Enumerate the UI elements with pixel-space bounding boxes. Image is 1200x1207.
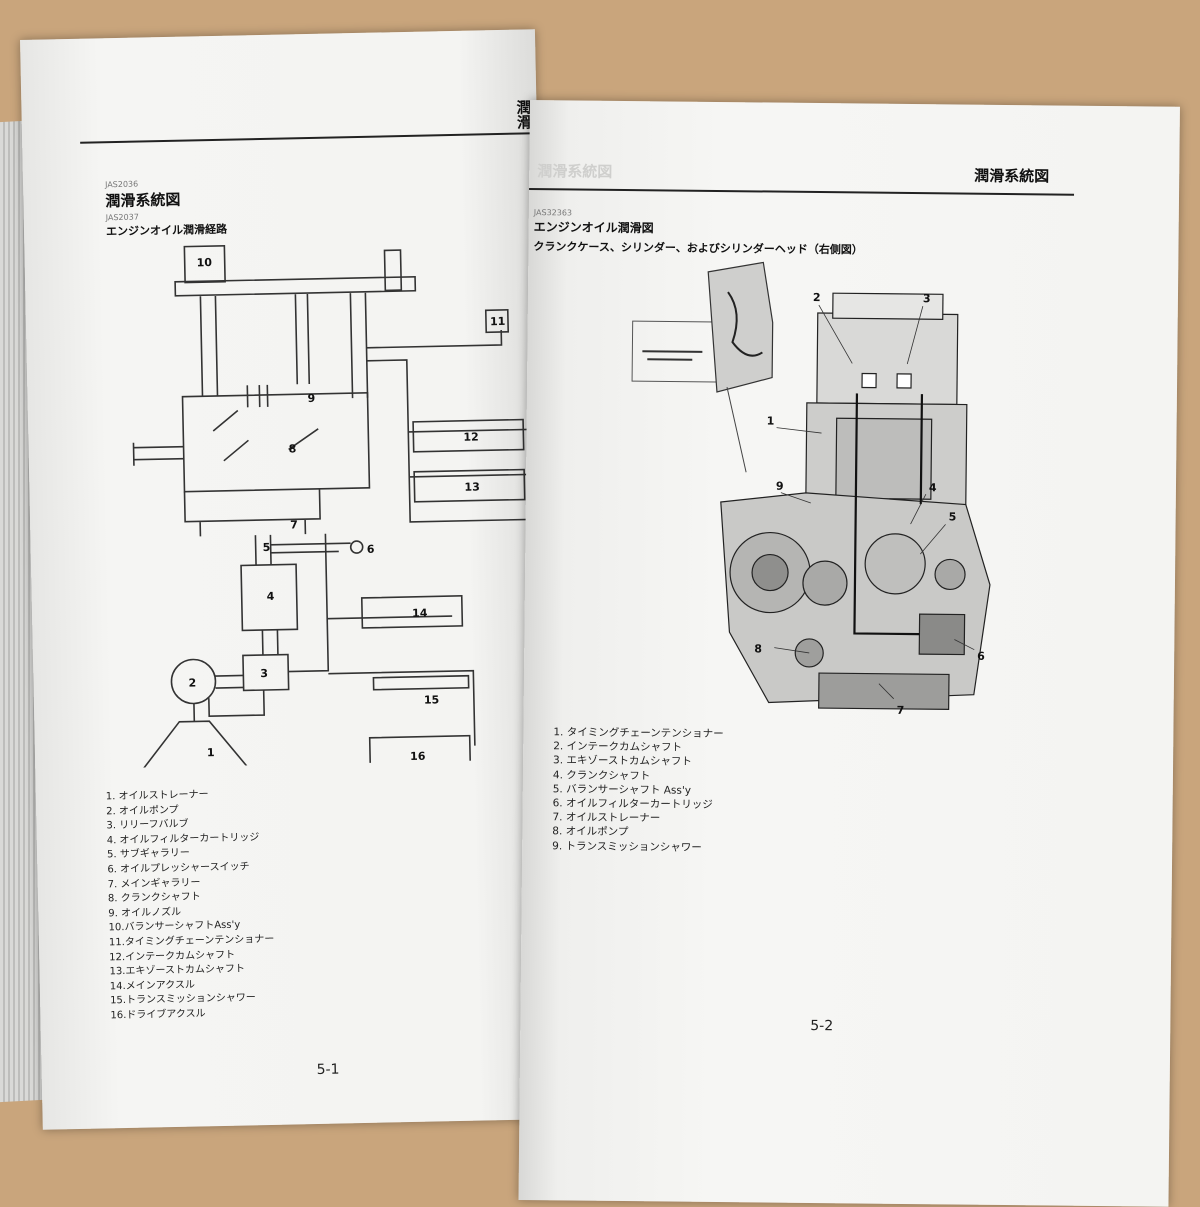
lubrication-route-diagram: 1 2 3 4 5 6 7 8 9 10 11 12 13 14 15 16 <box>132 244 531 769</box>
callout-10: 10 <box>197 256 213 269</box>
main-axle-shape <box>360 595 464 629</box>
crankshaft-shape <box>181 391 371 493</box>
callout-15: 15 <box>424 693 440 706</box>
callout-4: 4 <box>929 481 937 494</box>
oil-strainer-shape <box>138 720 253 769</box>
callout-14: 14 <box>412 607 428 620</box>
header-title: 潤滑系統図 <box>974 166 1050 186</box>
section-title: 潤滑系統図 <box>105 190 181 211</box>
diagram-code: JAS2037 <box>105 212 139 223</box>
oil-filter-shape <box>240 563 299 632</box>
header-rule <box>80 132 536 144</box>
callout-8: 8 <box>754 642 762 655</box>
legend-item: 4. クランクシャフト <box>552 768 651 782</box>
callout-3: 3 <box>260 667 268 680</box>
callout-2: 2 <box>188 676 196 689</box>
left-page: 潤滑 JAS2036 潤滑系統図 JAS2037 エンジンオイル潤滑経路 <box>20 29 558 1130</box>
callout-7: 7 <box>897 704 905 717</box>
callout-8: 8 <box>288 442 296 455</box>
legend-list: 1. オイルストレーナー 2. オイルポンプ 3. リリーフバルブ 4. オイル… <box>106 787 276 1024</box>
balancer-shaft-shape <box>174 275 417 297</box>
callout-5: 5 <box>263 541 271 554</box>
crankcase-cover-inset <box>707 261 774 393</box>
legend-item: 16.ドライブアクスル <box>110 1008 206 1022</box>
oil-filter-shape <box>918 613 966 656</box>
ghost-header: 潤滑系統図 <box>537 162 613 181</box>
callout-6: 6 <box>977 650 985 663</box>
balancer-end-shape <box>383 249 403 292</box>
cylinder-head-shape <box>816 312 959 406</box>
oil-pan-shape <box>818 672 950 711</box>
section-code: JAS2036 <box>104 179 139 190</box>
section-title: エンジンオイル潤滑図 <box>533 220 654 236</box>
callout-16: 16 <box>410 750 426 763</box>
callout-7: 7 <box>290 518 298 531</box>
callout-11: 11 <box>490 315 506 328</box>
legend-item: 8. オイルポンプ <box>552 825 629 839</box>
callout-9: 9 <box>776 480 784 493</box>
legend-item: 9. トランスミッションシャワー <box>552 839 702 854</box>
callout-9: 9 <box>307 392 315 405</box>
intake-cam-shape <box>412 418 525 453</box>
callout-13: 13 <box>464 480 480 493</box>
right-page: 潤滑系統図 潤滑系統図 JAS32363 エンジンオイル潤滑図 クランクケース、… <box>518 100 1180 1207</box>
callout-6: 6 <box>367 543 375 556</box>
page-number: 5-2 <box>810 1017 834 1035</box>
engine-crosssection-diagram: 1 2 3 4 5 6 7 8 9 <box>631 261 991 717</box>
callout-5: 5 <box>949 510 957 523</box>
exhaust-cam-shape <box>413 468 526 503</box>
crankshaft-shape <box>864 533 926 595</box>
legend-item: 3. エキゾーストカムシャフト <box>553 754 692 769</box>
header-rule <box>529 187 1075 196</box>
page-number: 5-1 <box>316 1061 340 1079</box>
chain-tensioner-shape <box>484 309 510 334</box>
transmission-shower-shape <box>372 674 470 691</box>
balancer-housing-shape <box>183 244 226 284</box>
callout-12: 12 <box>463 430 479 443</box>
section-code: JAS32363 <box>533 208 573 218</box>
callout-1: 1 <box>207 746 215 759</box>
legend-list: 1. タイミングチェーンテンショナー 2. インテークカムシャフト 3. エキゾ… <box>552 725 724 855</box>
callout-2: 2 <box>813 291 821 304</box>
callout-4: 4 <box>267 590 275 603</box>
callout-3: 3 <box>923 292 931 305</box>
callout-1: 1 <box>767 414 775 427</box>
